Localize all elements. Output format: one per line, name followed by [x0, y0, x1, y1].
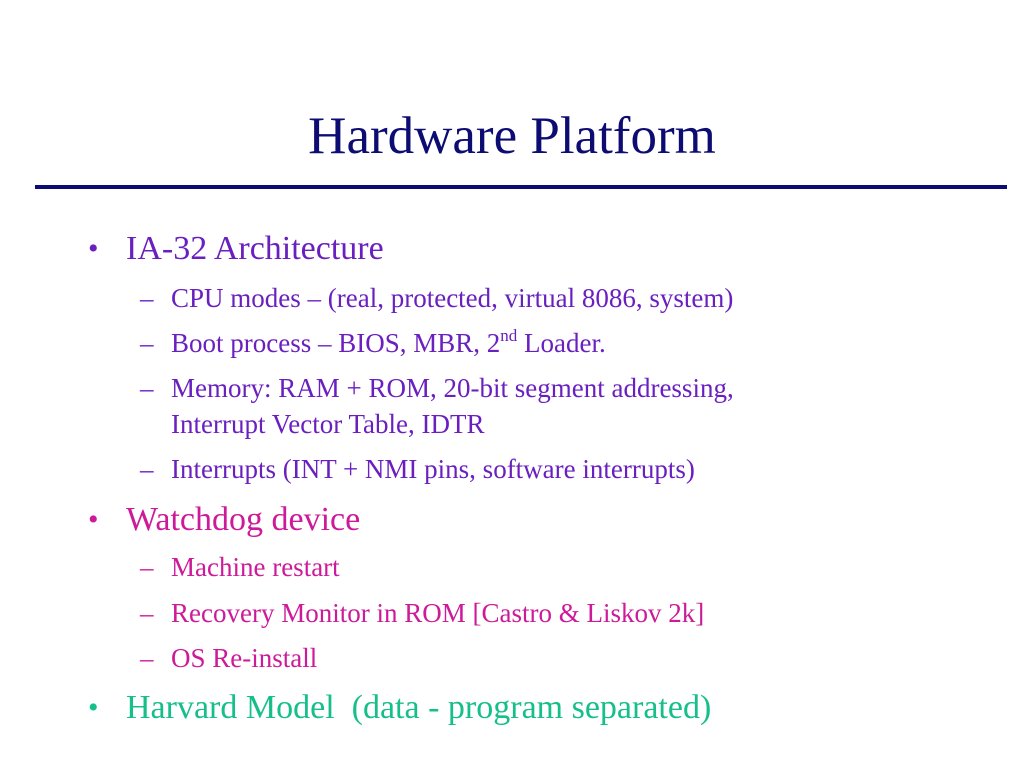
- bullet-marker: •: [88, 232, 99, 265]
- sub-cpu-modes: CPU modes – (real, protected, virtual 80…: [171, 283, 734, 313]
- dash-marker: –: [140, 283, 154, 313]
- sub-memory-line1: Memory: RAM + ROM, 20-bit segment addres…: [171, 373, 734, 403]
- slide-title: Hardware Platform: [308, 107, 716, 165]
- sub-boot-process-text: Boot process – BIOS, MBR, 2: [171, 328, 501, 358]
- bullet-watchdog: Watchdog device: [126, 501, 361, 538]
- dash-marker: –: [140, 643, 154, 673]
- sub-memory-line2: Interrupt Vector Table, IDTR: [171, 409, 485, 439]
- title-divider: [35, 185, 1007, 189]
- sub-interrupts: Interrupts (INT + NMI pins, software int…: [171, 454, 695, 484]
- dash-marker: –: [140, 552, 154, 582]
- dash-marker: –: [140, 328, 154, 358]
- dash-marker: –: [140, 598, 154, 628]
- dash-marker: –: [140, 454, 154, 484]
- sub-os-reinstall: OS Re-install: [171, 643, 318, 673]
- bullet-ia32: IA-32 Architecture: [126, 230, 384, 267]
- bullet-harvard-model: Harvard Model (data - program separated): [126, 689, 712, 726]
- bullet-marker: •: [88, 503, 99, 536]
- sub-boot-process-superscript: nd: [500, 326, 518, 345]
- bullet-marker: •: [88, 691, 99, 724]
- sub-boot-process-tail: Loader.: [517, 328, 606, 358]
- dash-marker: –: [140, 373, 154, 403]
- sub-recovery-monitor: Recovery Monitor in ROM [Castro & Liskov…: [171, 598, 705, 628]
- sub-boot-process: Boot process – BIOS, MBR, 2nd Loader.: [171, 326, 606, 360]
- sub-machine-restart: Machine restart: [171, 552, 340, 582]
